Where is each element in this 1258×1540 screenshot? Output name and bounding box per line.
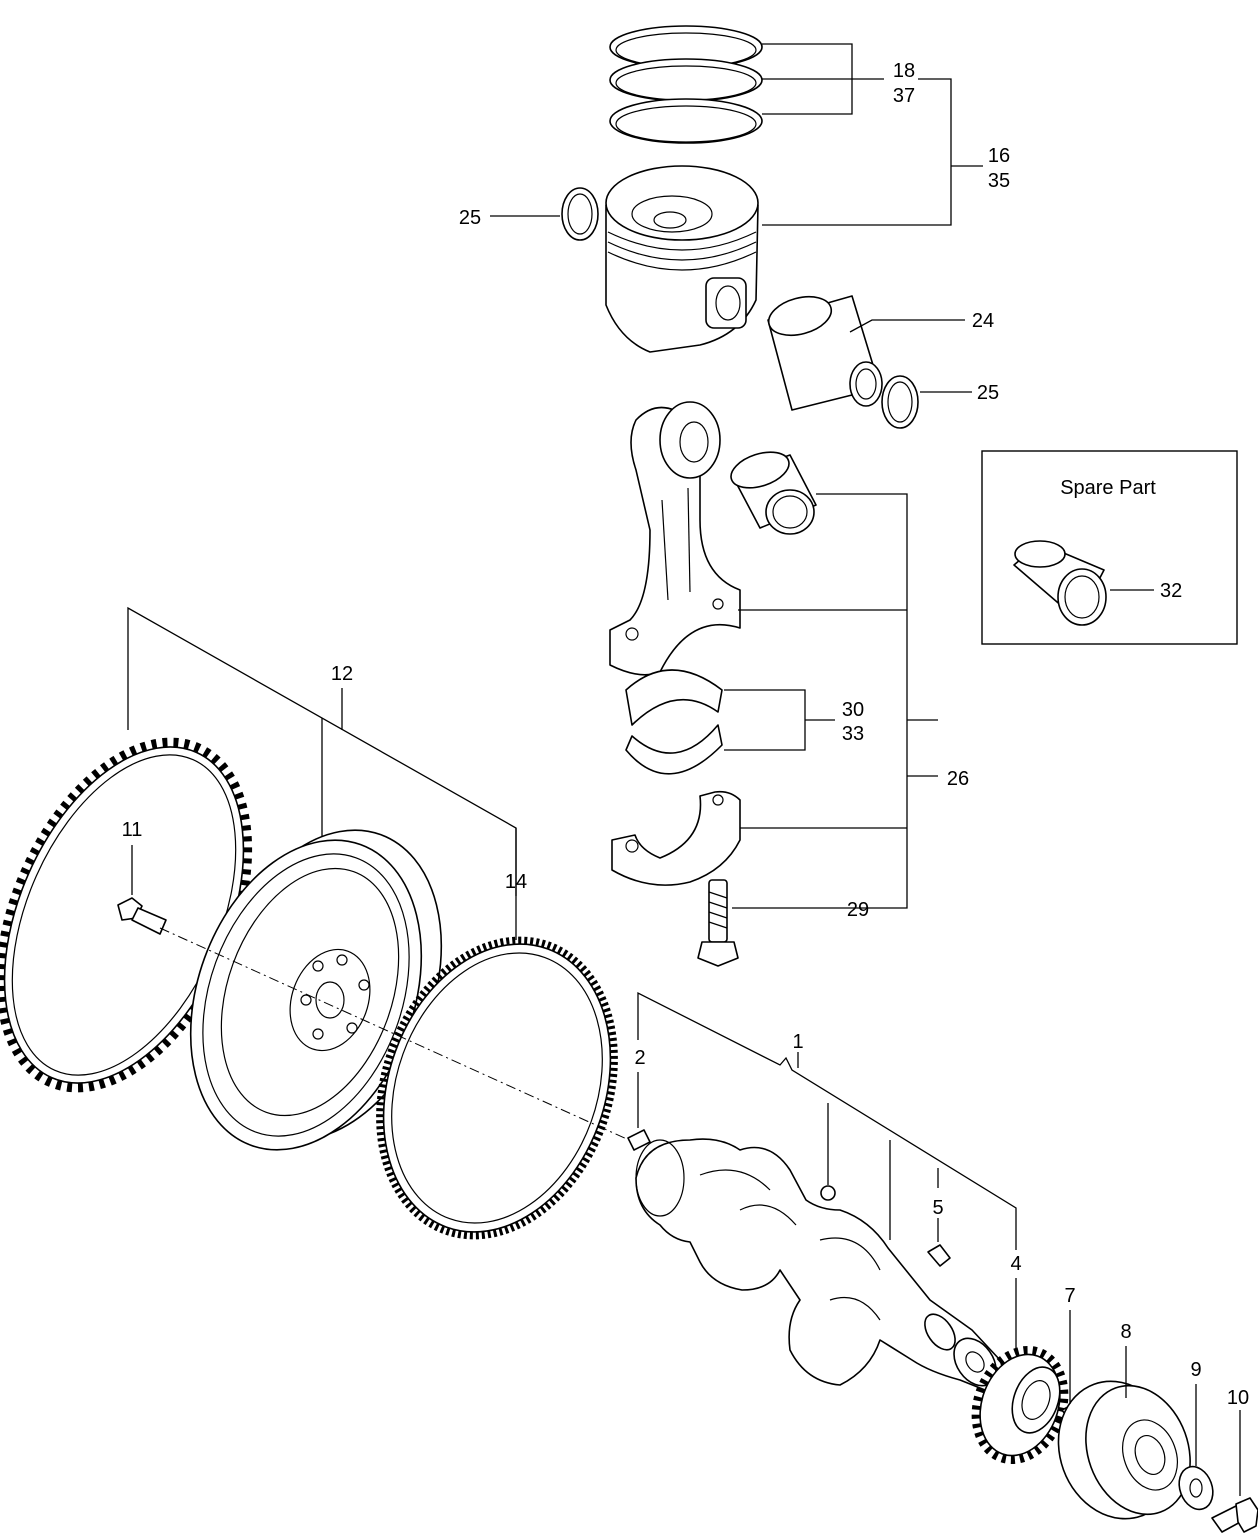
callout-25-left: 25 [459, 207, 481, 229]
callout-7: 7 [1064, 1285, 1075, 1307]
washer [1178, 1465, 1214, 1511]
callout-5: 5 [932, 1197, 943, 1219]
callout-14: 14 [505, 871, 527, 893]
callout-35: 35 [988, 170, 1010, 192]
bearing-shell-upper [625, 669, 723, 726]
callout-33: 33 [842, 723, 864, 745]
callout-29: 29 [847, 899, 869, 921]
piston-pin [767, 295, 883, 411]
callout-2: 2 [634, 1047, 645, 1069]
callout-1: 1 [792, 1031, 803, 1053]
callout-4: 4 [1010, 1253, 1021, 1275]
connecting-rod [609, 401, 741, 676]
callout-12: 12 [331, 663, 353, 685]
callout-30: 30 [842, 699, 864, 721]
spare-part-title: Spare Part [1060, 477, 1156, 499]
small-end-bushing [730, 451, 817, 535]
callout-25-right: 25 [977, 382, 999, 404]
callout-37: 37 [893, 85, 915, 107]
spare-part-box: Spare Part 32 [981, 450, 1238, 645]
callout-26: 26 [947, 768, 969, 790]
bearing-shell-lower [625, 724, 723, 775]
crankshaft [635, 1138, 1004, 1393]
crankshaft-hub [1057, 1380, 1191, 1520]
flywheel [189, 829, 443, 1151]
callout-18: 18 [893, 60, 915, 82]
leader-lines [127, 43, 1241, 1496]
circlip-right [881, 375, 919, 429]
callout-16: 16 [988, 145, 1010, 167]
ring-gear [376, 936, 618, 1240]
crankshaft-gear [971, 1345, 1069, 1465]
assembly-centerline [159, 927, 641, 1146]
piston [605, 165, 759, 353]
woodruff-key [927, 1244, 951, 1267]
callout-9: 9 [1190, 1359, 1201, 1381]
callout-24: 24 [972, 310, 994, 332]
callout-labels: 18 37 16 35 25 24 25 30 33 26 29 12 11 1… [122, 60, 1250, 1409]
callout-11: 11 [122, 819, 143, 841]
hub-bolt [1211, 1497, 1258, 1533]
rod-bolt [697, 879, 739, 967]
callout-10: 10 [1227, 1387, 1249, 1409]
callout-32: 32 [1160, 580, 1182, 602]
dowel-pin [627, 1129, 651, 1151]
circlip-left [561, 187, 599, 241]
rod-cap [611, 790, 741, 886]
flywheel-screw [117, 897, 167, 935]
callout-8: 8 [1120, 1321, 1131, 1343]
piston-rings [609, 25, 763, 144]
